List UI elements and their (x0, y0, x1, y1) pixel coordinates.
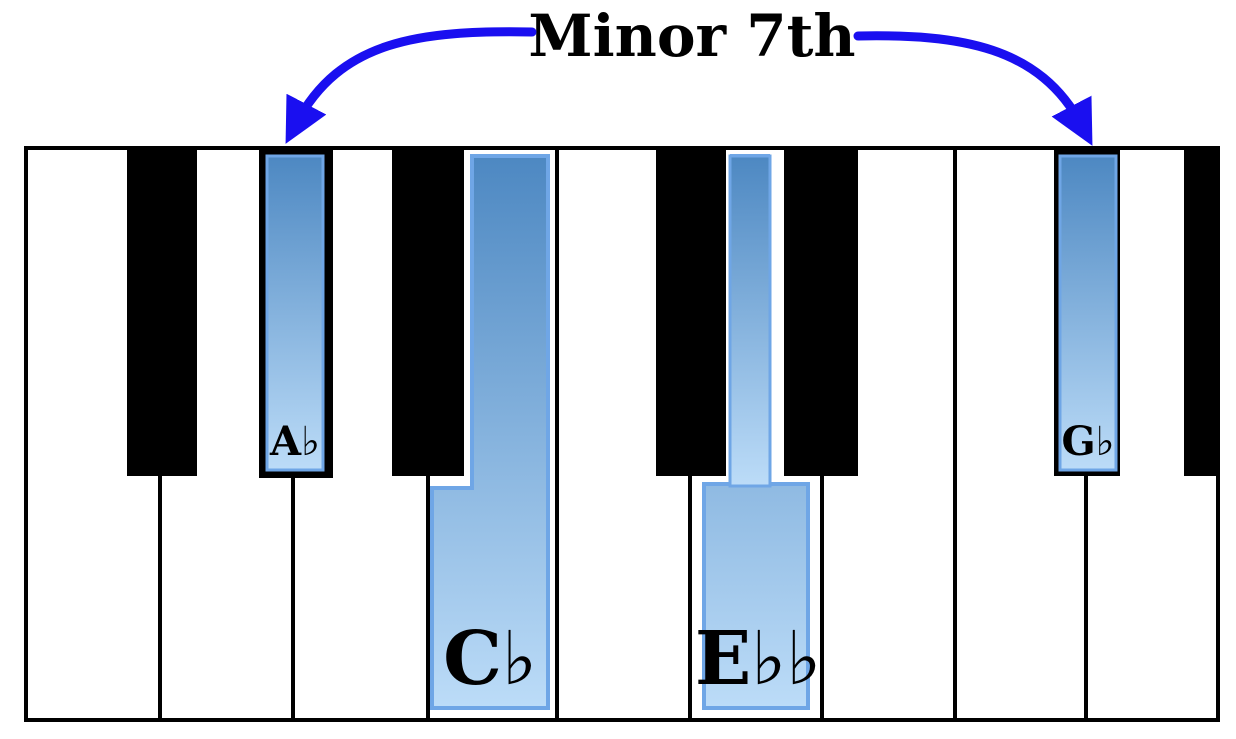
note-label-e-double-flat: E♭♭ (695, 616, 821, 702)
black-key[interactable] (1184, 148, 1218, 476)
black-key-e-double-flat-upper-highlight (728, 154, 772, 488)
curved-arrow-left-icon (285, 27, 537, 144)
black-key[interactable] (392, 148, 464, 476)
interval-title: Minor 7th (528, 2, 855, 70)
black-key-a-flat-highlight (265, 154, 325, 472)
black-key[interactable] (656, 148, 726, 476)
note-label-a-flat: A♭ (269, 418, 320, 465)
curved-arrow-right-icon (853, 31, 1093, 146)
note-label-g-flat: G♭ (1061, 418, 1114, 465)
note-label-c-flat: C♭ (443, 616, 537, 702)
black-key[interactable] (127, 148, 197, 476)
white-key-c-flat-highlight[interactable] (430, 154, 550, 710)
keyboard-frame (24, 146, 1220, 722)
black-key[interactable] (784, 148, 858, 476)
piano-keyboard (24, 146, 1220, 722)
black-key-g-flat-highlight (1058, 154, 1118, 472)
